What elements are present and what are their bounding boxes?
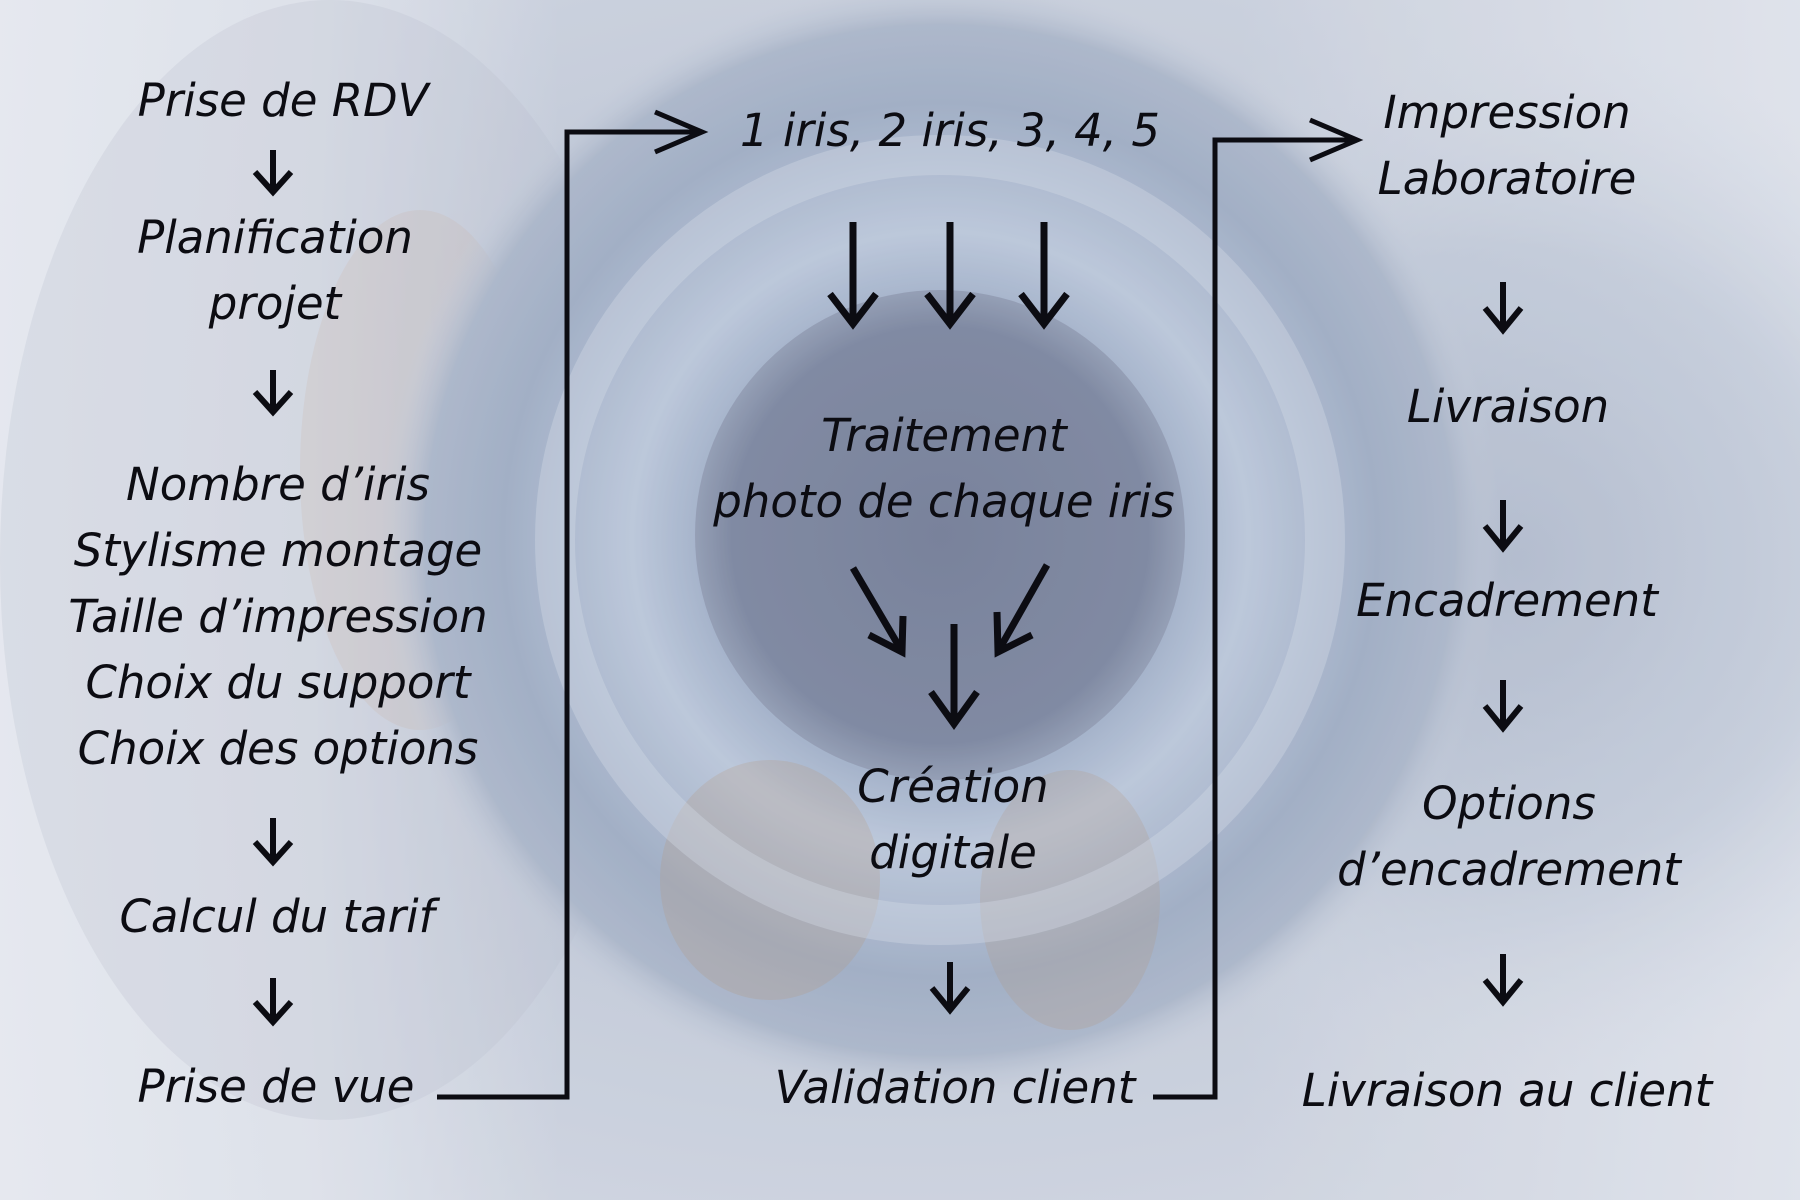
step-pricing-label: Calcul du tarif xyxy=(119,890,435,943)
arrow-down-icon xyxy=(252,978,294,1027)
arrow-down-icon xyxy=(252,150,294,197)
step-shooting-label: Prise de vue xyxy=(137,1060,415,1113)
step-creation-label: Création digitale xyxy=(857,760,1049,879)
step-printing-label: Impression Laboratoire xyxy=(1377,86,1637,205)
connector-validation-to-printing-arrow xyxy=(1153,117,1364,1100)
arrow-down-icon xyxy=(1482,680,1524,733)
arrow-down-icon xyxy=(929,962,971,1015)
step-planning-label: Planification projet xyxy=(137,211,413,330)
step-client-delivery-label: Livraison au client xyxy=(1301,1064,1713,1117)
arrow-down-icon xyxy=(928,624,980,730)
arrow-down-icon xyxy=(1482,954,1524,1007)
step-delivery-label: Livraison xyxy=(1406,380,1610,433)
arrow-down-icon xyxy=(924,222,976,330)
arrow-down-icon xyxy=(1482,282,1524,335)
arrow-diagonal-down-right-icon xyxy=(849,566,907,658)
step-processing-label: Traitement photo de chaque iris xyxy=(713,409,1175,528)
step-appointment-label: Prise de RDV xyxy=(137,74,429,127)
arrow-down-icon xyxy=(1018,222,1070,330)
step-validation-label: Validation client xyxy=(774,1061,1136,1114)
step-iris-count-label: 1 iris, 2 iris, 3, 4, 5 xyxy=(739,104,1161,157)
arrow-diagonal-down-left-icon xyxy=(993,563,1051,658)
connector-shooting-to-iris-arrow xyxy=(437,109,709,1100)
step-framing-options-label: Options d’encadrement xyxy=(1337,777,1681,896)
arrow-down-icon xyxy=(252,370,294,417)
step-options-label: Nombre d’iris Stylisme montage Taille d’… xyxy=(68,458,488,775)
step-framing-label: Encadrement xyxy=(1356,574,1658,627)
arrow-down-icon xyxy=(1482,500,1524,553)
arrow-down-icon xyxy=(252,818,294,867)
arrow-down-icon xyxy=(827,222,879,330)
